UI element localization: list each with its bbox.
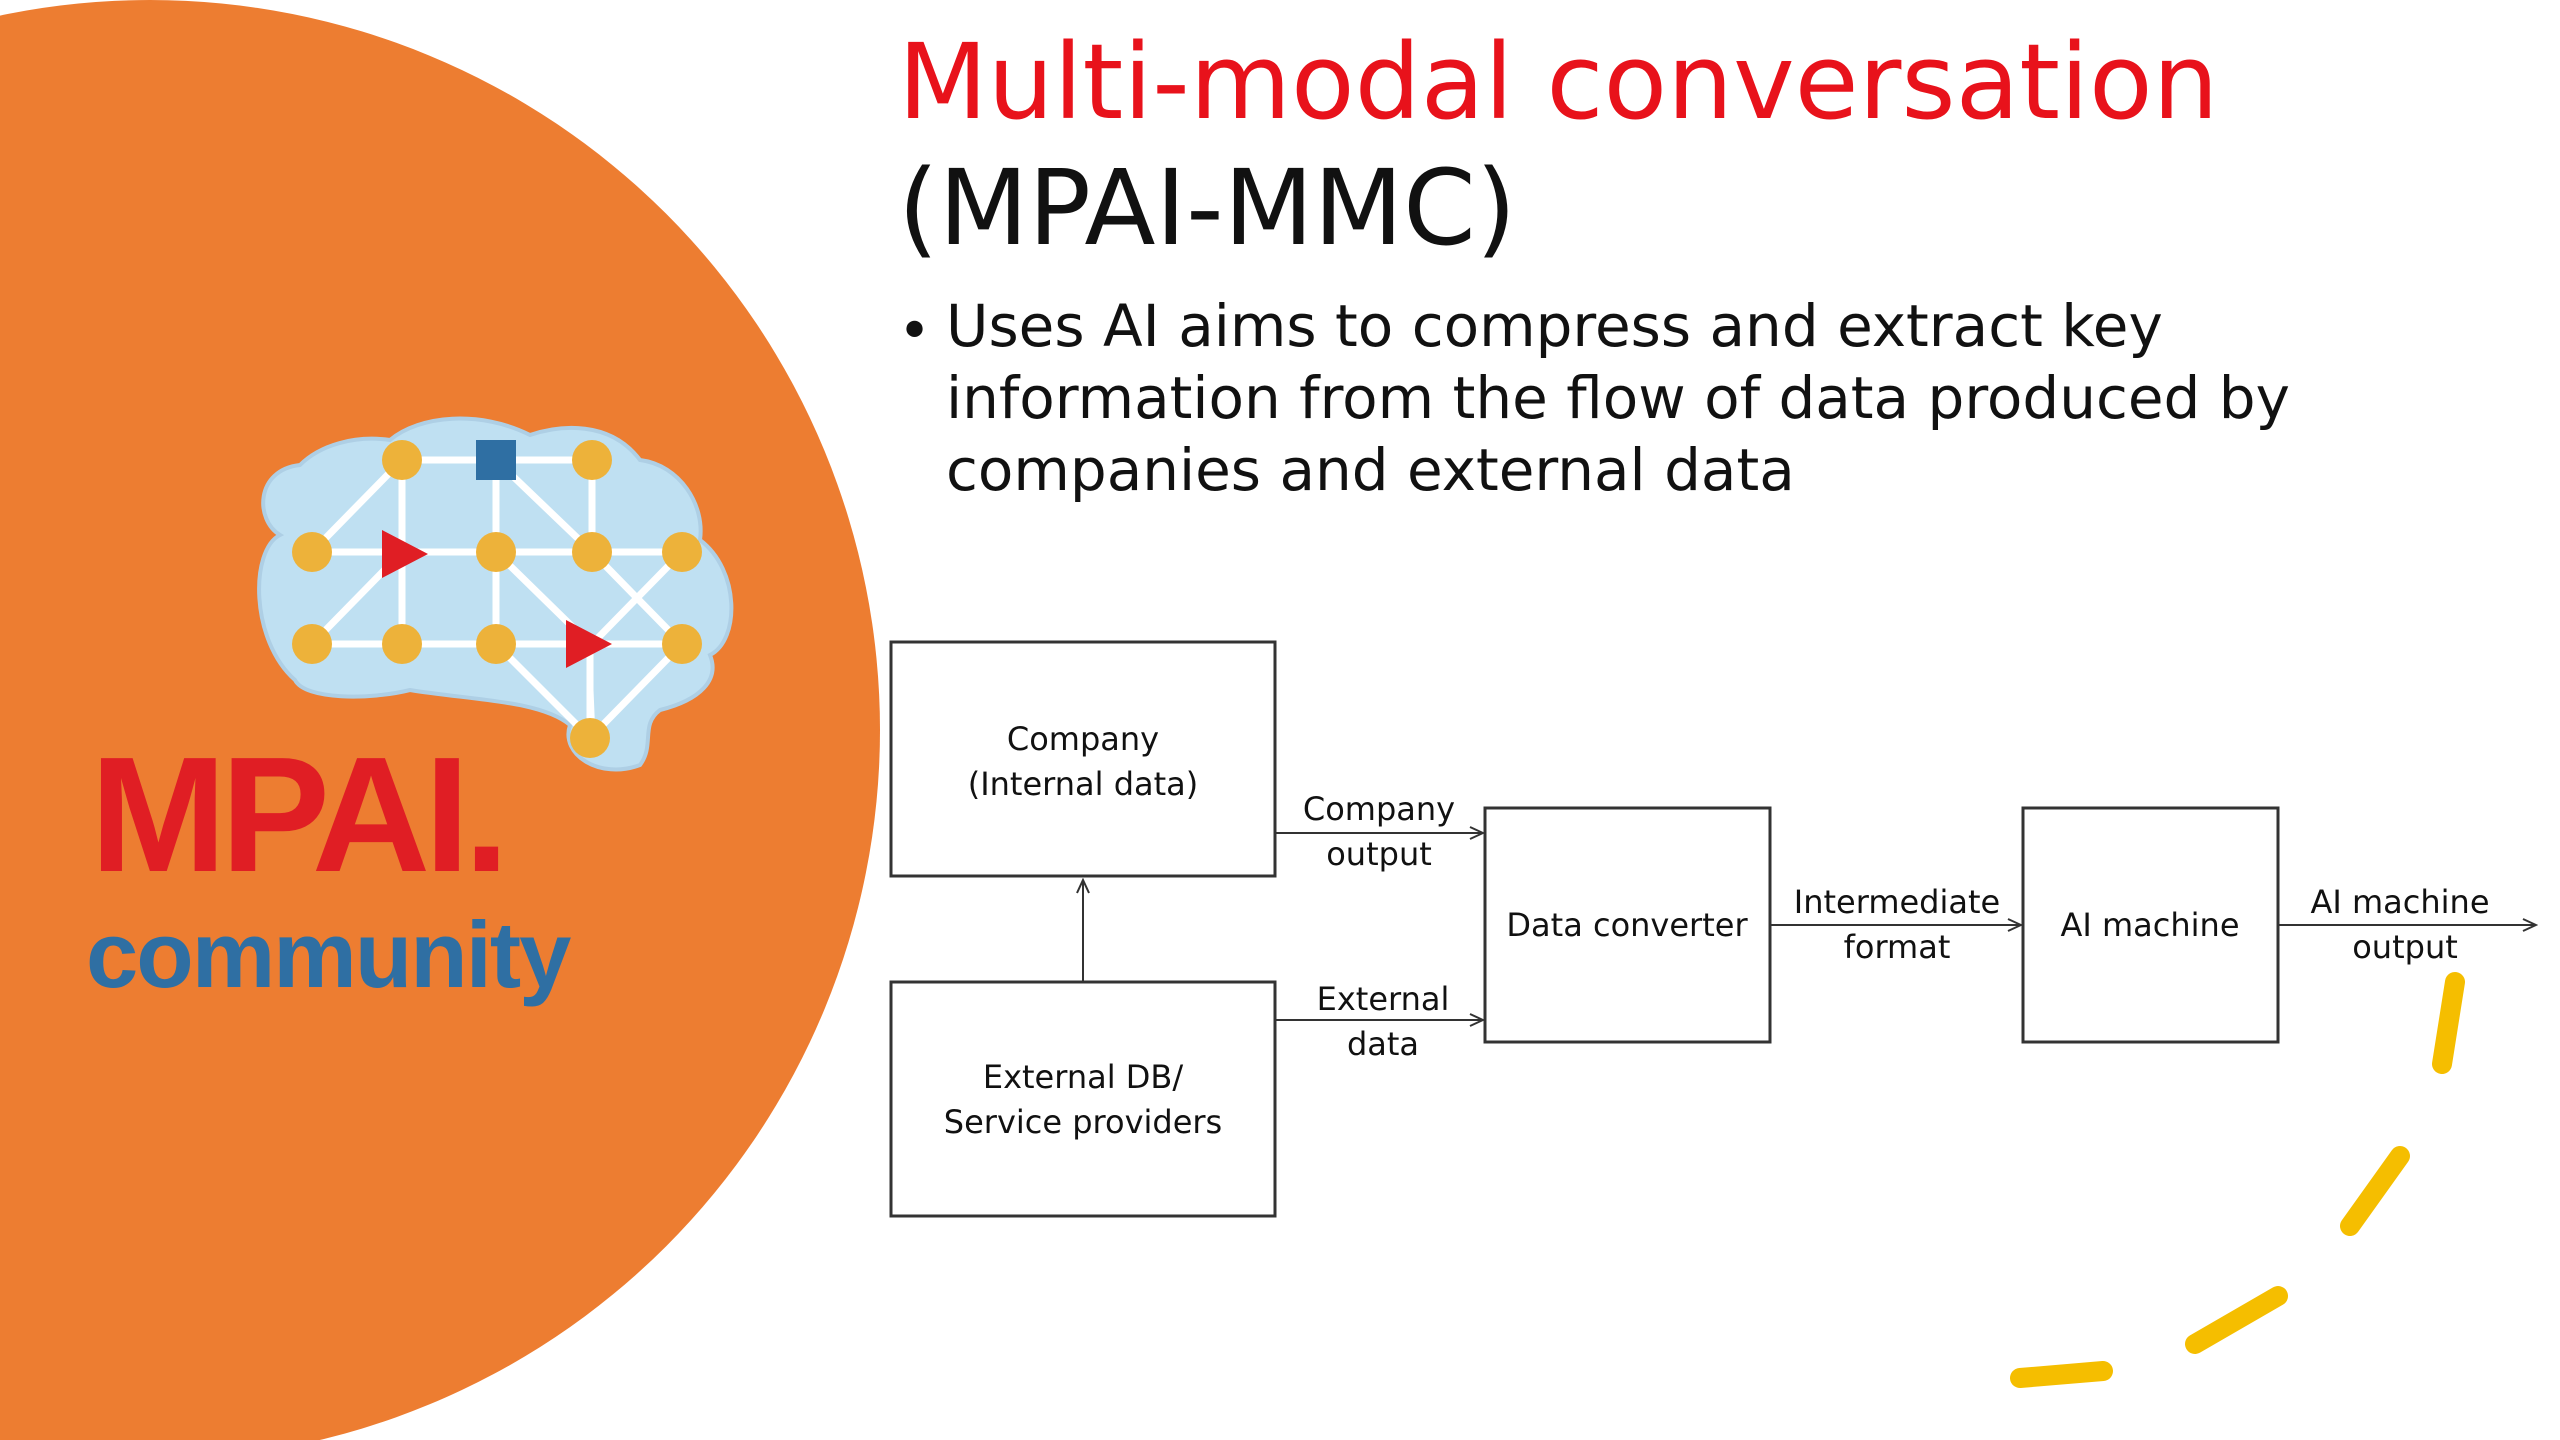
external-data-label-line2: data [1347, 1025, 1419, 1063]
logo-brand-mpai: MPAI. [90, 723, 509, 906]
ai-machine-label: AI machine [2060, 906, 2239, 944]
company-label-line2: (Internal data) [968, 765, 1199, 803]
company-output-label-line1: Company [1303, 790, 1455, 828]
company-output-label-line2: output [1326, 835, 1432, 873]
external-box [889, 980, 1277, 1218]
data-converter-label: Data converter [1506, 906, 1748, 944]
bullet-text: Uses AI aims to compress and extract key… [946, 292, 2290, 504]
external-label-line2: Service providers [944, 1103, 1222, 1141]
logo-brand-community: community [86, 902, 571, 1007]
company-label-line1: Company [1007, 720, 1159, 758]
company-box [889, 640, 1277, 878]
ai-output-label-line2: output [2352, 928, 2458, 966]
slide-subtitle: (MPAI-MMC) [898, 147, 1517, 269]
intermediate-format-label-line2: format [1844, 928, 1951, 966]
bullet-dot-icon: • [898, 299, 932, 364]
external-data-label-line1: External [1317, 980, 1450, 1018]
intermediate-format-label-line1: Intermediate [1794, 883, 2000, 921]
ai-output-label-line1: AI machine [2310, 883, 2489, 921]
ai-machine-box [2021, 806, 2280, 1044]
external-label-line1: External DB/ [983, 1058, 1184, 1096]
slide-title: Multi-modal conversation [898, 21, 2219, 143]
data-converter-box [1483, 806, 1772, 1044]
